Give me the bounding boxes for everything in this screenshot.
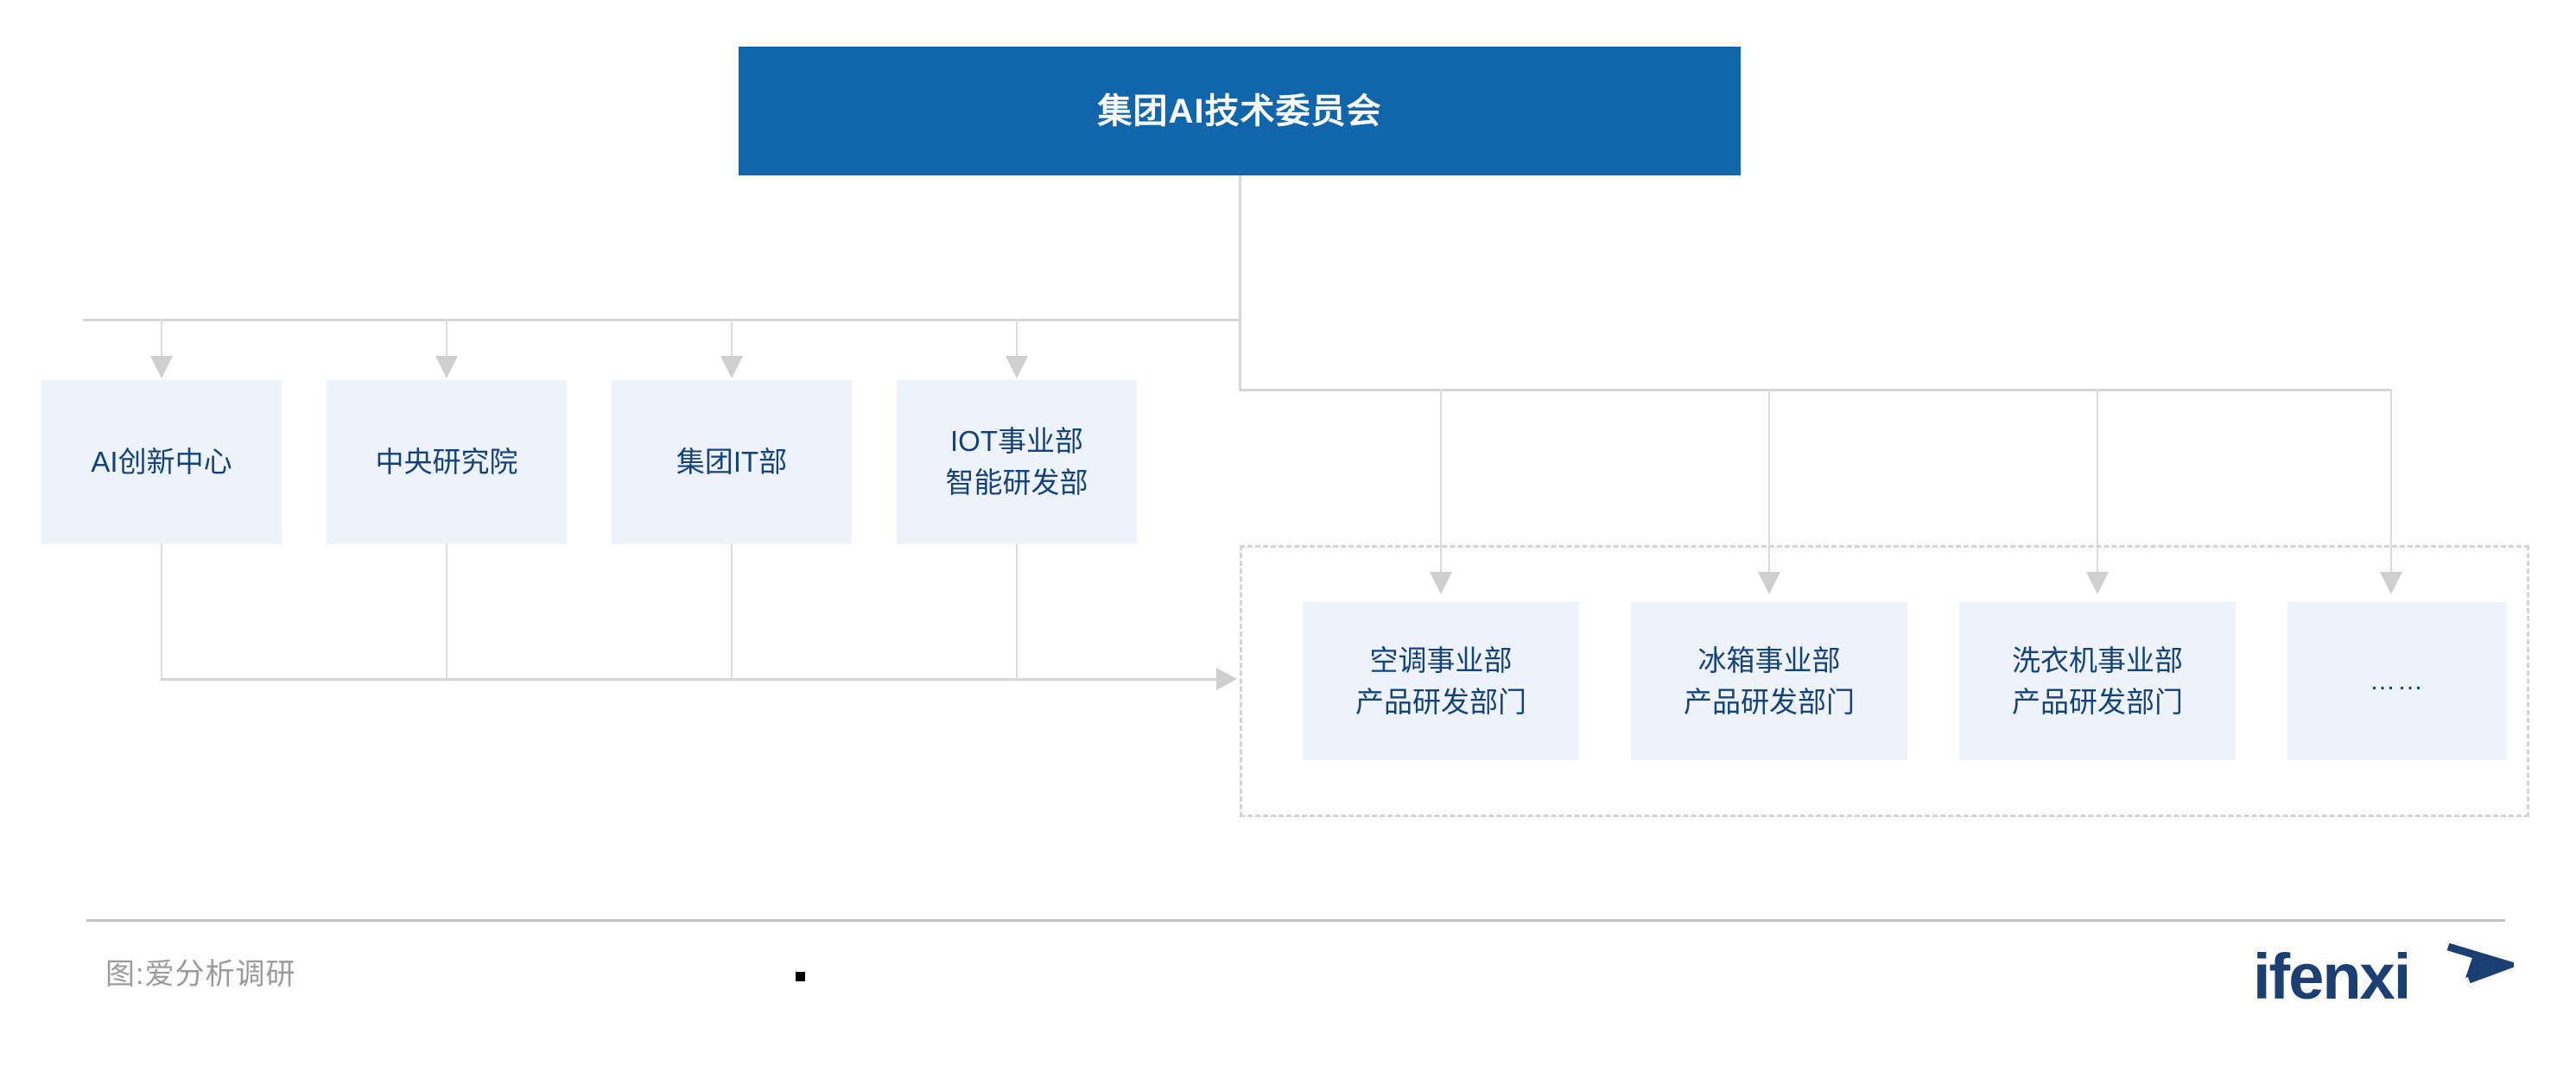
root-node-label: 集团AI技术委员会: [1097, 92, 1382, 130]
brand-logo-ifenxi: ifenxi: [2253, 941, 2514, 1026]
arrowhead-tier1-3: [720, 356, 743, 378]
node-washing-machine-business-unit-rd[interactable]: 洗衣机事业部 产品研发部门: [1959, 602, 2236, 760]
arrowhead-tier2-1: [1430, 572, 1452, 594]
node-label: ……: [2370, 666, 2425, 695]
node-iot-business-unit[interactable]: IOT事业部 智能研发部: [897, 380, 1137, 544]
node-ac-business-unit-rd[interactable]: 空调事业部 产品研发部门: [1303, 602, 1579, 760]
connector-up-tier1-4: [1016, 544, 1018, 680]
arrowhead-tier2-4: [2380, 572, 2402, 594]
connector-drop-tier1-3: [731, 319, 733, 372]
node-label: 洗衣机事业部 产品研发部门: [2012, 644, 2183, 718]
connector-tier1-bus: [83, 319, 1240, 321]
arrowhead-tier1-4: [1006, 356, 1028, 378]
connector-drop-tier1-4: [1016, 319, 1018, 372]
root-node-ai-committee[interactable]: 集团AI技术委员会: [739, 47, 1741, 175]
footer-dot-marker: [796, 972, 805, 981]
node-label: 冰箱事业部 产品研发部门: [1684, 644, 1855, 718]
node-label: AI创新中心: [91, 446, 232, 479]
node-label: 中央研究院: [375, 446, 518, 479]
connector-drop-tier1-1: [161, 319, 162, 372]
connector-up-tier1-2: [446, 544, 447, 680]
connector-up-tier1-1: [161, 544, 162, 680]
node-label: 集团IT部: [676, 446, 788, 479]
arrowhead-tier1-2: [435, 356, 458, 378]
footer-divider: [86, 919, 2505, 922]
node-more-business-units[interactable]: ……: [2287, 602, 2507, 760]
node-refrigerator-business-unit-rd[interactable]: 冰箱事业部 产品研发部门: [1631, 602, 1907, 760]
connector-drop-tier2-2: [1768, 389, 1770, 593]
connector-drop-tier2-4: [2390, 389, 2392, 593]
connector-tier1-collect-bus: [161, 678, 1219, 681]
connector-up-tier1-3: [731, 544, 733, 680]
arrowhead-group-feed: [1216, 668, 1237, 690]
node-label: IOT事业部 智能研发部: [945, 425, 1088, 498]
business-unit-group-container: [1240, 545, 2529, 817]
arrowhead-tier2-3: [2086, 572, 2109, 594]
arrowhead-tier2-2: [1758, 572, 1780, 594]
connector-drop-tier2-1: [1440, 389, 1442, 593]
connector-root-stem: [1239, 175, 1241, 320]
brand-logo-text: ifenxi: [2253, 941, 2411, 1012]
node-label: 空调事业部 产品研发部门: [1355, 644, 1526, 718]
connector-root-stem-lower: [1239, 319, 1241, 390]
footer-source-note: 图:爱分析调研: [105, 958, 296, 991]
connector-drop-tier1-2: [446, 319, 447, 372]
connector-tier2-bus: [1239, 389, 2391, 391]
node-group-it-department[interactable]: 集团IT部: [612, 380, 852, 544]
node-ai-innovation-center[interactable]: AI创新中心: [41, 380, 282, 544]
node-central-research-institute[interactable]: 中央研究院: [327, 380, 567, 544]
connector-drop-tier2-3: [2097, 389, 2098, 593]
brand-arrow-icon: [2445, 943, 2514, 984]
arrowhead-tier1-1: [150, 356, 173, 378]
